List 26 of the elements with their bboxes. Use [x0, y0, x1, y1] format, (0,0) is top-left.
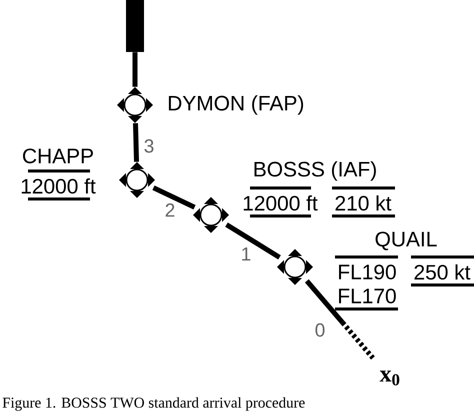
waypoint-label: FL170	[339, 288, 396, 304]
waypoint-symbol	[119, 162, 155, 198]
waypoint-symbol	[193, 197, 229, 233]
route-line	[225, 222, 281, 260]
waypoint-label: 12000 ft	[244, 195, 318, 211]
waypoint-label: DYMON (FAP)	[168, 95, 304, 115]
leg-number: 2	[166, 203, 174, 217]
leg-number: 3	[144, 139, 154, 153]
route-line	[304, 279, 375, 360]
waypoint-label: QUAIL	[376, 232, 437, 250]
leg-number: 1	[242, 248, 250, 260]
waypoint-symbol	[117, 87, 153, 123]
waypoint-label: 12000 ft	[22, 178, 96, 194]
point-label: x$_{0}$	[380, 370, 400, 386]
waypoint-label: 210 kt	[336, 195, 392, 211]
caption: Figure 1. BOSSS TWO standard arrival procedure	[2, 397, 305, 411]
runway-bar	[126, 0, 144, 52]
waypoint-label: FL190	[339, 264, 396, 280]
waypoint-symbol	[277, 249, 313, 285]
route-line	[133, 123, 140, 162]
waypoint-label: CHAPP	[23, 148, 93, 164]
leg-number: 0	[315, 323, 325, 337]
waypoint-label: 250 kt	[414, 264, 470, 280]
route-line	[152, 186, 196, 210]
waypoint-label: BOSSS (IAF)	[254, 161, 376, 181]
route-line	[132, 52, 138, 87]
